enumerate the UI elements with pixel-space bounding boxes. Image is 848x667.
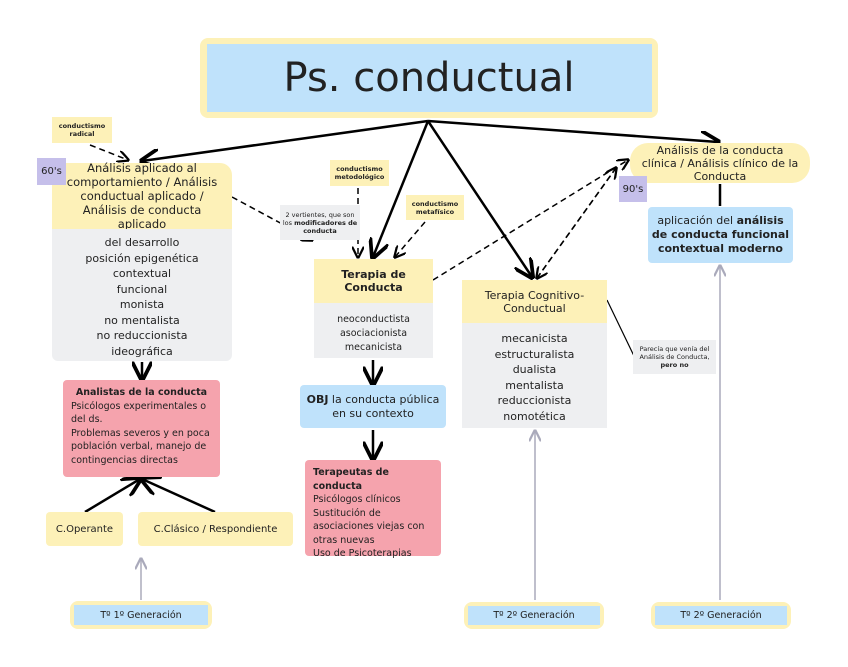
trait-item: del desarrollo	[104, 236, 180, 249]
trait-item: mecanicista	[344, 342, 403, 353]
trait-item: reduccionista	[497, 394, 572, 407]
trait-item: dualista	[512, 363, 557, 376]
note-bold: pero no	[660, 361, 689, 369]
note-metodologico: conductismo metodológico	[330, 160, 389, 186]
aba-heading: Análisis aplicado al comportamiento / An…	[52, 161, 232, 231]
terapia-traits: neoconductista asociacionista mecanicista	[314, 303, 433, 358]
obj-box: OBJ la conducta pública en su contexto	[300, 385, 446, 428]
obj-label: OBJ	[306, 393, 329, 406]
generation-2-tcc: Tº 2º Generación	[464, 602, 604, 629]
note-metafisico: conductismo metafísico	[406, 195, 464, 220]
trait-item: funcional	[116, 282, 168, 296]
trait-item: monista	[119, 298, 165, 311]
note-text: Parecía que venía del Análisis de Conduc…	[639, 345, 710, 361]
decade-90s: 90's	[619, 176, 647, 202]
note-tcc: Parecía que venía del Análisis de Conduc…	[633, 340, 716, 374]
terapia-conducta-heading: Terapia de Conducta	[314, 259, 433, 303]
therapists-title: Terapeutas de conducta	[313, 467, 389, 492]
note-vertientes: 2 vertientes, que son los modificadores …	[280, 205, 360, 240]
application-box: aplicación del análisis de conducta func…	[648, 207, 793, 263]
clinical-analysis-heading: Análisis de la conducta clínica / Anális…	[630, 143, 810, 183]
note-radical: conductismo radical	[52, 117, 112, 143]
operante-box: C.Operante	[46, 512, 123, 546]
clasico-box: C.Clásico / Respondiente	[138, 512, 293, 546]
application-bold: análisis de conducta funcional contextua…	[651, 214, 790, 255]
therapists-line: Uso de Psicoterapias	[313, 548, 412, 559]
generation-1: Tº 1º Generación	[70, 601, 212, 629]
trait-item: no reduccionista	[96, 329, 188, 342]
analysts-line: Problemas severos y en poca población ve…	[71, 427, 210, 466]
title-frame: Ps. conductual	[200, 38, 658, 118]
note-bold: modificadores de conducta	[294, 219, 358, 235]
analysts-title: Analistas de la conducta	[75, 387, 208, 398]
trait-item: mecanicista	[501, 332, 568, 345]
therapists-line: Psicólogos clínicos	[313, 494, 401, 505]
generation-label: Tº 2º Generación	[655, 606, 787, 625]
generation-label: Tº 1º Generación	[74, 605, 208, 625]
page-title: Ps. conductual	[206, 44, 652, 112]
note-text: 2 vertientes, que son los	[282, 211, 355, 227]
application-text: aplicación del	[657, 214, 737, 227]
aba-traits: del desarrollo posición epigenética contex…	[52, 229, 232, 361]
trait-item: ideográfica	[111, 344, 173, 358]
therapists-line: Sustitución de asociaciones viejas con o…	[313, 507, 425, 546]
trait-item: asociacionista	[339, 328, 408, 339]
trait-item: nomotética	[503, 409, 566, 423]
trait-item: posición epigenética	[85, 251, 199, 265]
trait-item: no mentalista	[104, 313, 180, 327]
trait-item: mentalista	[505, 378, 564, 392]
tcc-traits: mecanicista estructuralista dualista mental…	[462, 323, 607, 428]
tcc-heading: Terapia Cognitivo-Conductual	[462, 280, 607, 323]
trait-item: contextual	[112, 267, 172, 280]
trait-item: estructuralista	[494, 347, 575, 361]
analysts-line: Psicólogos experimentales o del ds.	[71, 400, 207, 426]
generation-label: Tº 2º Generación	[468, 606, 600, 625]
decade-60s: 60's	[37, 158, 66, 185]
obj-text: la conducta pública en su contexto	[328, 393, 440, 420]
trait-item: neoconductista	[337, 314, 410, 325]
generation-2-right: Tº 2º Generación	[651, 602, 791, 629]
